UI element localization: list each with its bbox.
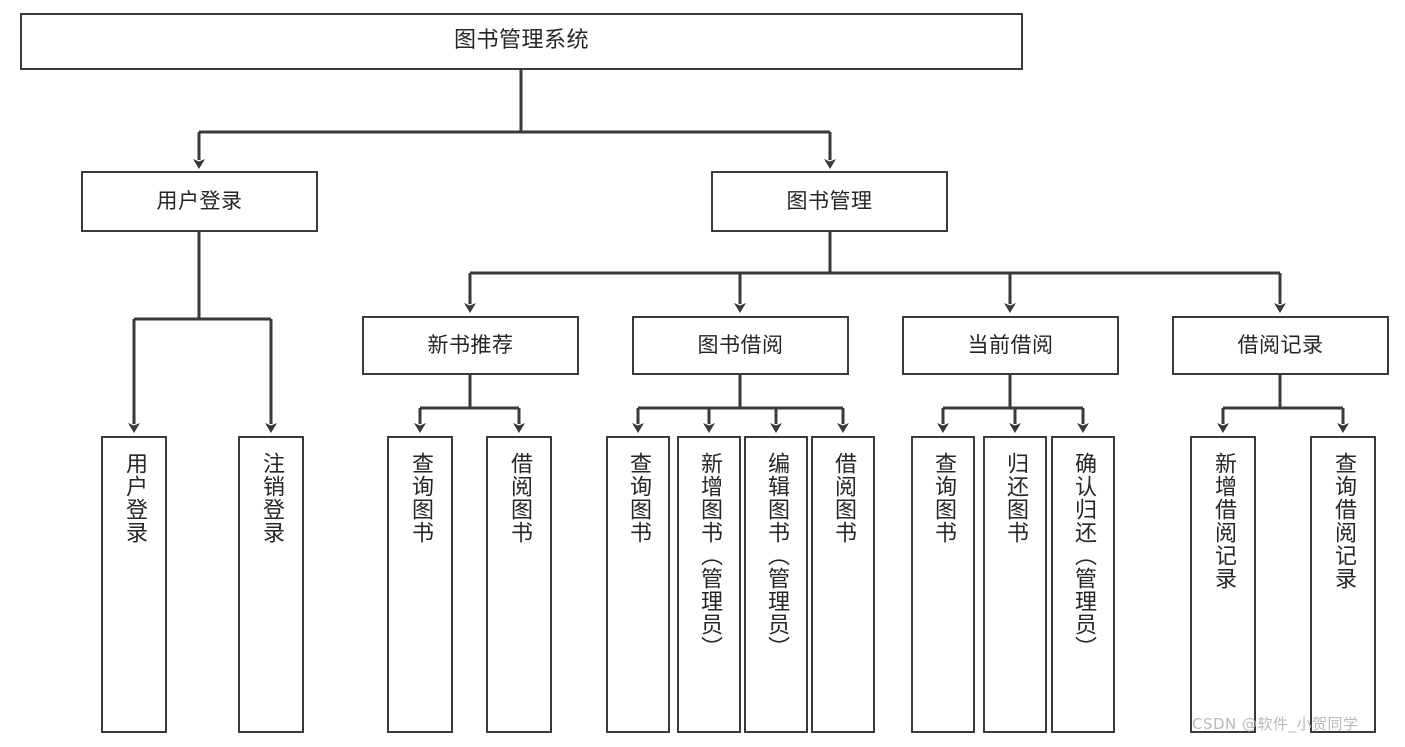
leaf-query-book-current[interactable]: 查询图书 — [911, 436, 975, 733]
node-book-borrow[interactable]: 图书借阅 — [632, 316, 849, 375]
leaf-label: 用户登录 — [121, 452, 147, 544]
node-book-management[interactable]: 图书管理 — [711, 171, 948, 232]
leaf-label: 编辑图书（管理员） — [763, 452, 789, 659]
leaf-label: 查询借阅记录 — [1330, 452, 1356, 590]
leaf-label: 注销登录 — [258, 452, 284, 544]
leaf-add-book-admin[interactable]: 新增图书（管理员） — [677, 436, 741, 733]
leaf-query-borrow-record[interactable]: 查询借阅记录 — [1310, 436, 1376, 733]
leaf-confirm-return-admin[interactable]: 确认归还（管理员） — [1051, 436, 1115, 733]
leaf-label: 新增借阅记录 — [1210, 452, 1236, 590]
leaf-label: 查询图书 — [407, 452, 433, 544]
leaf-label: 借阅图书 — [830, 452, 856, 544]
leaf-label: 查询图书 — [625, 452, 651, 544]
node-label: 借阅记录 — [1237, 332, 1324, 357]
node-current-borrow[interactable]: 当前借阅 — [902, 316, 1119, 375]
node-new-book-recommend[interactable]: 新书推荐 — [362, 316, 579, 375]
leaf-label: 查询图书 — [930, 452, 956, 544]
leaf-borrow-book[interactable]: 借阅图书 — [811, 436, 875, 733]
leaf-logout[interactable]: 注销登录 — [238, 436, 304, 733]
leaf-label: 借阅图书 — [506, 452, 532, 544]
leaf-label: 新增图书（管理员） — [696, 452, 722, 659]
node-label: 用户登录 — [156, 188, 243, 213]
leaf-borrow-book-recommend[interactable]: 借阅图书 — [486, 436, 552, 733]
leaf-query-book-recommend[interactable]: 查询图书 — [387, 436, 453, 733]
watermark: CSDN @软件_小贺同学 — [1192, 715, 1359, 733]
leaf-edit-book-admin[interactable]: 编辑图书（管理员） — [744, 436, 808, 733]
leaf-add-borrow-record[interactable]: 新增借阅记录 — [1190, 436, 1256, 733]
node-label: 新书推荐 — [427, 332, 514, 357]
node-label: 图书借阅 — [697, 332, 784, 357]
leaf-query-book-borrow[interactable]: 查询图书 — [606, 436, 670, 733]
node-root-system[interactable]: 图书管理系统 — [20, 13, 1023, 70]
leaf-label: 归还图书 — [1002, 452, 1028, 544]
node-label: 图书管理系统 — [453, 28, 589, 54]
node-borrow-record[interactable]: 借阅记录 — [1172, 316, 1389, 375]
leaf-user-login[interactable]: 用户登录 — [101, 436, 167, 733]
leaf-return-book[interactable]: 归还图书 — [983, 436, 1047, 733]
node-label: 图书管理 — [786, 188, 873, 213]
node-user-login[interactable]: 用户登录 — [81, 171, 318, 232]
node-label: 当前借阅 — [967, 332, 1054, 357]
leaf-label: 确认归还（管理员） — [1070, 452, 1096, 659]
